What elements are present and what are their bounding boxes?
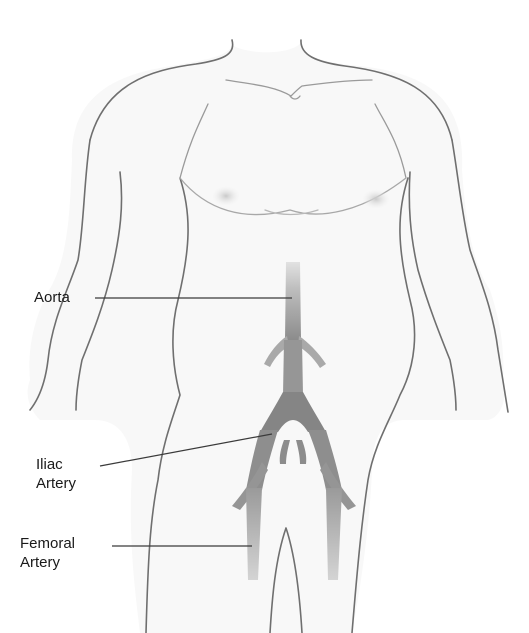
femoral-artery-label: Femoral Artery <box>20 534 75 572</box>
iliac-label-line2: Artery <box>36 474 76 493</box>
iliac-artery-label: Iliac Artery <box>36 455 76 493</box>
aorta-label: Aorta <box>34 288 70 307</box>
aorta-label-text: Aorta <box>34 288 70 307</box>
aorta-vessel <box>285 262 301 340</box>
left-nipple <box>212 186 240 206</box>
body-fill <box>28 43 505 633</box>
iliac-label-line1: Iliac <box>36 455 76 474</box>
femoral-label-line1: Femoral <box>20 534 75 553</box>
right-nipple <box>362 189 390 209</box>
femoral-label-line2: Artery <box>20 553 75 572</box>
